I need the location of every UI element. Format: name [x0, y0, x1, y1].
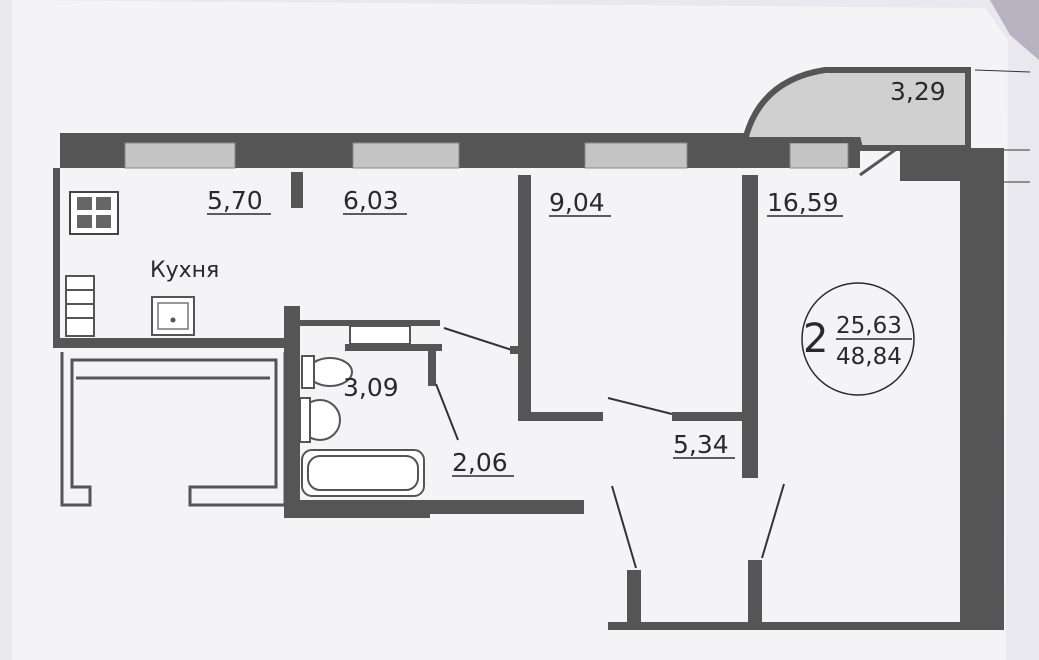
windows: [124, 142, 849, 169]
door-swings: [435, 327, 785, 569]
window-kitchen: [124, 142, 236, 169]
right-room-left-wall: [742, 175, 758, 478]
area-label-9-04: 9,04: [549, 188, 605, 217]
kitchen-sink-icon: [151, 296, 195, 336]
bathroom-left-wall: [284, 306, 300, 518]
kitchen-bottom-wall: [53, 338, 293, 348]
entrance-left-stub: [627, 570, 641, 628]
door-middle-room: [443, 327, 513, 351]
area-label-balcony: 3,29: [890, 77, 946, 106]
apartment-summary-badge: 2 25,63 48,84: [801, 282, 915, 396]
bathroom-door-jamb: [428, 344, 436, 386]
area-label-6-03: 6,03: [343, 186, 399, 215]
door-entrance-left: [611, 485, 637, 569]
stove-icon: [69, 191, 119, 235]
area-label-5-70: 5,70: [207, 186, 263, 215]
area-label-3-09: 3,09: [343, 373, 399, 402]
window-kitchen-2: [352, 142, 460, 169]
window-right-room: [789, 142, 849, 169]
living-area-value: 25,63: [836, 313, 902, 339]
bathtub-icon: [301, 449, 425, 497]
middle-room-left-wall: [518, 175, 531, 420]
total-area-value: 48,84: [836, 344, 902, 370]
bathroom-fixtures: [299, 325, 425, 497]
door-bathroom: [435, 383, 459, 441]
room-label-kitchen: Кухня: [150, 258, 219, 283]
washing-machine-icon: [349, 325, 411, 345]
door-entrance-right: [761, 483, 785, 559]
bathroom-bottom-wall: [284, 500, 430, 518]
balcony-dim-line: [974, 69, 1031, 73]
balcony-outline: [741, 67, 971, 151]
bottom-wall: [608, 622, 1004, 630]
middle-room-bottom-wall-right: [672, 412, 744, 421]
bathroom-top-wall: [300, 320, 440, 326]
entrance-right-stub: [748, 560, 762, 628]
door-corridor: [607, 397, 673, 415]
left-wall: [53, 168, 60, 348]
area-label-2-06: 2,06: [452, 448, 508, 477]
radiator-icon: [65, 275, 95, 337]
balcony-door-swing: [859, 148, 896, 177]
area-label-5-34: 5,34: [673, 430, 729, 459]
walls: [53, 133, 1004, 630]
bathroom-inner-wall: [345, 344, 442, 351]
middle-room-bottom-wall: [518, 412, 603, 421]
left-room-outline: [60, 352, 287, 507]
area-label-16-59: 16,59: [767, 188, 839, 217]
summary-circle: [801, 282, 915, 396]
rooms-count: 2: [803, 316, 828, 362]
window-middle-room: [584, 142, 688, 169]
paper-shadow: [990, 0, 1039, 60]
right-exterior-wall: [960, 148, 1004, 628]
kitchen-pier: [291, 172, 303, 208]
